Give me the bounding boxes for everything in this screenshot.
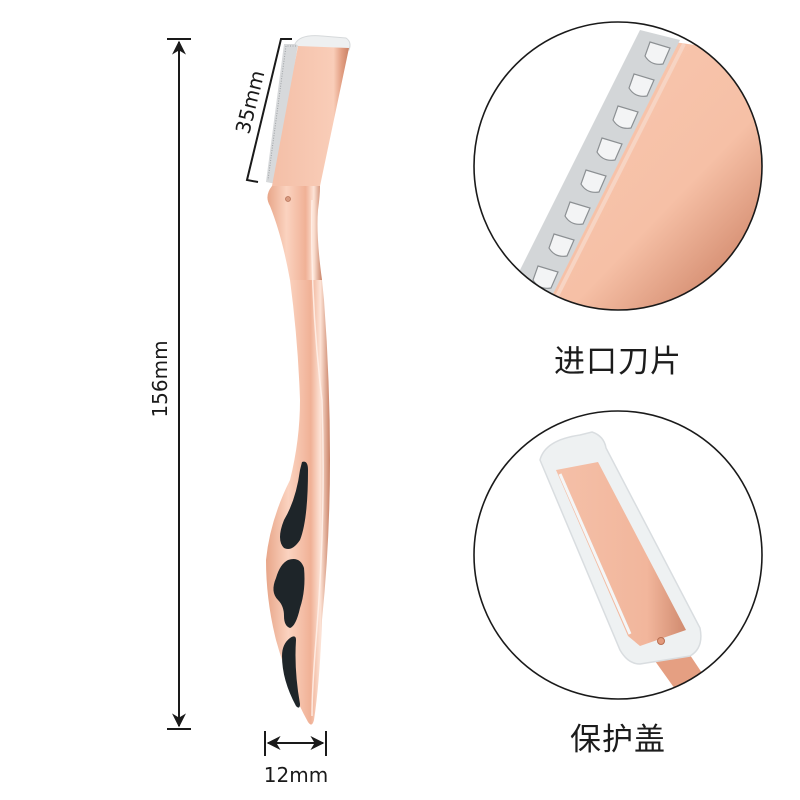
blade-detail-view	[473, 21, 763, 311]
blade-dimension-bracket	[245, 38, 292, 183]
width-dimension-line	[264, 731, 327, 756]
cap-caption: 保护盖	[570, 722, 666, 758]
cap-detail-view	[473, 410, 763, 700]
grip-middle	[273, 559, 305, 628]
length-dimension-line	[167, 38, 191, 730]
blade-caption: 进口刀片	[554, 344, 682, 380]
detail-circle-border	[473, 410, 763, 700]
detail-circle-border	[473, 21, 763, 311]
grip-upper	[280, 461, 308, 549]
length-label: 156mm	[148, 340, 172, 418]
razor-body	[266, 35, 351, 725]
grip-lower	[282, 636, 300, 708]
width-label: 12mm	[263, 763, 329, 787]
